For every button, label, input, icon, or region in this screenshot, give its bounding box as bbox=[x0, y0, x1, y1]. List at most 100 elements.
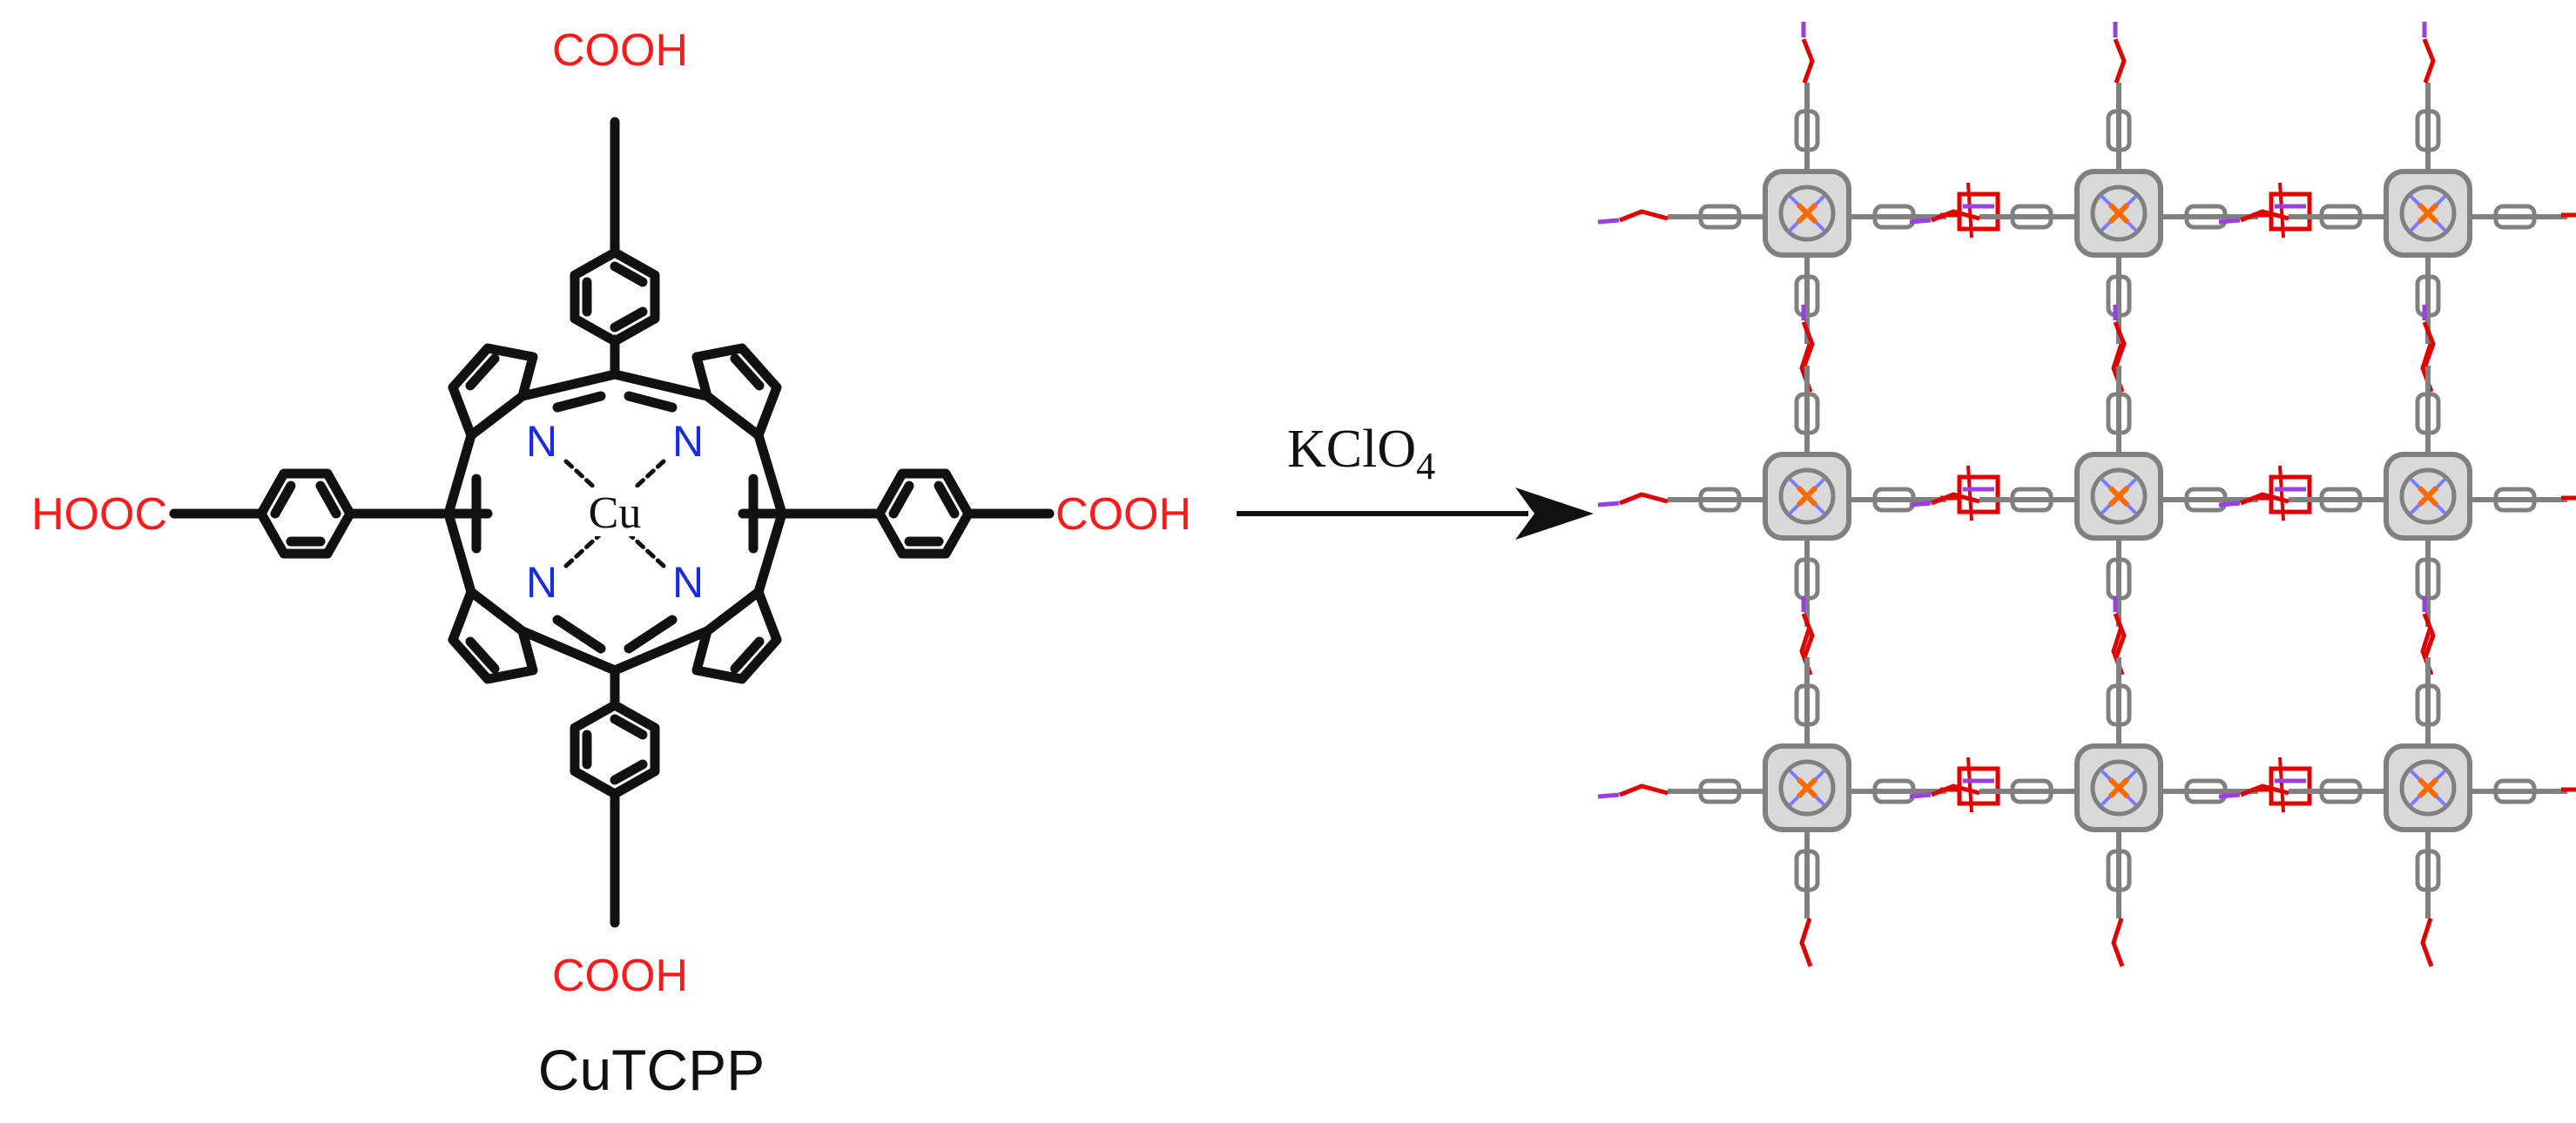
nitrogen-top-right: N bbox=[672, 417, 704, 466]
phenyl-top bbox=[570, 117, 660, 346]
framework-copper bbox=[2417, 485, 2439, 508]
framework-phenyl bbox=[2106, 557, 2132, 601]
nitrogen-bottom-right: N bbox=[672, 558, 704, 607]
framework-carboxylate-top bbox=[1801, 321, 1815, 366]
framework-porphyrin-core bbox=[2399, 759, 2457, 817]
framework-potassium bbox=[1597, 218, 1620, 225]
framework-phenyl bbox=[2415, 557, 2441, 601]
framework-carboxylate-left bbox=[1931, 783, 1980, 797]
pyrrole-top-left bbox=[448, 343, 538, 440]
framework-phenyl bbox=[2184, 778, 2228, 804]
framework-carboxylate-left bbox=[1619, 209, 1669, 223]
framework-phenyl bbox=[2493, 487, 2537, 513]
framework-potassium bbox=[1597, 792, 1620, 799]
framework-carboxylate-left bbox=[1619, 783, 1669, 797]
cooh-bottom-label: COOH bbox=[552, 951, 688, 1001]
nitrogen-bottom-left: N bbox=[526, 558, 557, 607]
framework-porphyrin-core bbox=[2090, 185, 2148, 242]
framework-porphyrin-core bbox=[2399, 185, 2457, 242]
framework-phenyl bbox=[2010, 778, 2053, 804]
reagent-formula: KClO bbox=[1287, 420, 1416, 479]
framework-phenyl bbox=[2106, 683, 2132, 727]
framework-carboxylate-top bbox=[2422, 38, 2436, 84]
framework-copper bbox=[1796, 485, 1818, 508]
framework-carboxylate-left bbox=[2240, 783, 2289, 797]
framework-phenyl bbox=[2106, 274, 2132, 318]
framework-perchlorate bbox=[1957, 766, 2000, 806]
framework-phenyl bbox=[2493, 778, 2537, 804]
framework-carboxylate-top bbox=[2422, 613, 2436, 658]
phenyl-right bbox=[777, 468, 1055, 559]
framework-copper bbox=[2107, 202, 2130, 225]
framework-potassium bbox=[1909, 218, 1932, 225]
framework-copper bbox=[2417, 777, 2439, 799]
framework-phenyl bbox=[2319, 778, 2363, 804]
framework-phenyl bbox=[2415, 683, 2441, 727]
framework-carboxylate-bottom bbox=[2111, 918, 2125, 967]
framework-carboxylate-top bbox=[2113, 321, 2127, 366]
cooh-right-label: COOH bbox=[1055, 489, 1191, 540]
framework-copper bbox=[2107, 485, 2130, 508]
framework-perchlorate bbox=[2269, 192, 2312, 232]
framework-carboxylate-left bbox=[1931, 492, 1980, 506]
reagent-label: KClO4 bbox=[1287, 420, 1435, 488]
framework-phenyl bbox=[1698, 204, 1742, 230]
framework-perchlorate-bond bbox=[2278, 465, 2285, 521]
pyrrole-top-right bbox=[691, 343, 782, 440]
hooc-left-label: HOOC bbox=[31, 489, 167, 540]
framework-phenyl bbox=[2106, 392, 2132, 435]
framework-phenyl bbox=[2415, 849, 2441, 892]
framework-phenyl bbox=[1698, 487, 1742, 513]
framework-potassium bbox=[2218, 792, 2241, 799]
framework-crystal-structure bbox=[1597, 22, 2576, 967]
framework-phenyl bbox=[2184, 204, 2228, 230]
framework-perchlorate bbox=[2269, 474, 2312, 514]
framework-porphyrin-core bbox=[1778, 185, 1836, 242]
framework-perchlorate-bond bbox=[2278, 757, 2285, 813]
framework-phenyl bbox=[2319, 204, 2363, 230]
framework-phenyl bbox=[1872, 778, 1916, 804]
compound-name: CuTCPP bbox=[538, 1038, 765, 1102]
framework-perchlorate-bond bbox=[1966, 182, 1973, 239]
phenyl-bottom bbox=[570, 700, 660, 928]
nitrogen-atoms: N N N N bbox=[521, 416, 709, 607]
framework-carboxylate-top bbox=[1801, 613, 1815, 658]
framework-phenyl bbox=[2106, 849, 2132, 892]
framework-phenyl bbox=[1794, 274, 1820, 318]
framework-potassium bbox=[1909, 792, 1932, 799]
framework-phenyl bbox=[1794, 849, 1820, 892]
framework-potassium bbox=[2218, 218, 2241, 225]
cu-n-bonds bbox=[563, 459, 666, 568]
framework-phenyl bbox=[2415, 109, 2441, 152]
framework-phenyl bbox=[2010, 487, 2053, 513]
framework-copper bbox=[2107, 777, 2130, 799]
framework-porphyrin-core bbox=[2090, 467, 2148, 525]
framework-porphyrin-core bbox=[1778, 467, 1836, 525]
framework-phenyl bbox=[1794, 109, 1820, 152]
framework-phenyl bbox=[2319, 487, 2363, 513]
framework-phenyl bbox=[1698, 778, 1742, 804]
framework-carboxylate-left bbox=[2240, 492, 2289, 506]
framework-phenyl bbox=[2010, 204, 2053, 230]
framework-carboxylate-bottom bbox=[1799, 918, 1813, 967]
framework-copper bbox=[1796, 777, 1818, 799]
framework-carboxylate-top bbox=[2113, 38, 2127, 84]
framework-phenyl bbox=[1872, 487, 1916, 513]
framework-perchlorate-bond bbox=[1966, 465, 1973, 521]
framework-carboxylate-bottom bbox=[2420, 918, 2434, 967]
pyrrole-bottom-right bbox=[691, 587, 782, 684]
framework-phenyl bbox=[2184, 487, 2228, 513]
phenyl-left bbox=[169, 468, 454, 559]
framework-phenyl bbox=[1794, 683, 1820, 727]
framework-copper bbox=[2417, 202, 2439, 225]
framework-phenyl bbox=[1794, 557, 1820, 601]
framework-perchlorate bbox=[2269, 766, 2312, 806]
porphyrin-macrocycle bbox=[443, 334, 787, 710]
framework-potassium bbox=[2218, 501, 2241, 508]
framework-perchlorate-bond bbox=[1966, 757, 1973, 813]
cutcpp-structure bbox=[169, 117, 1055, 928]
framework-perchlorate bbox=[1957, 474, 2000, 514]
copper-center-label: Cu bbox=[589, 488, 642, 538]
nitrogen-top-left: N bbox=[526, 417, 557, 466]
